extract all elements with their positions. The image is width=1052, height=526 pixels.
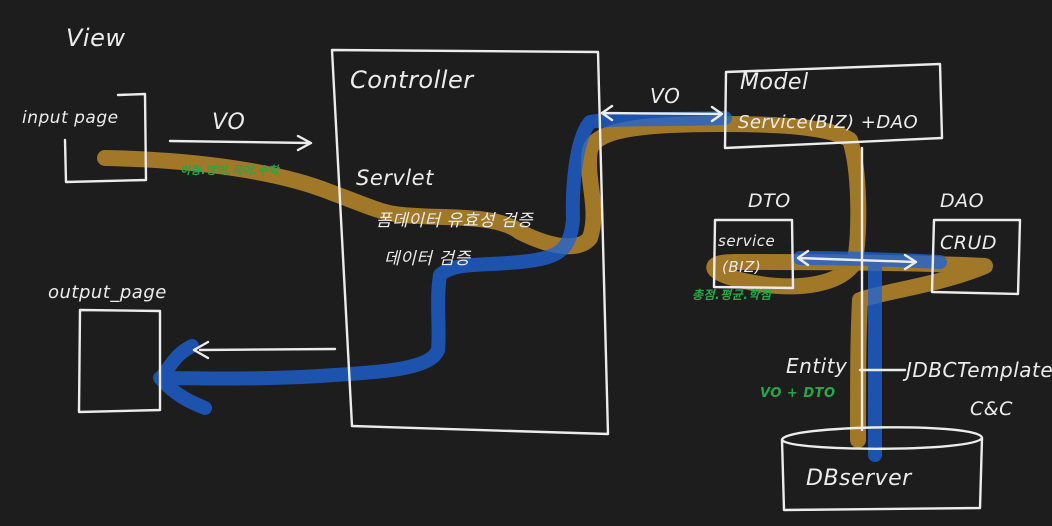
vo-arrow — [168, 134, 313, 152]
dto-box — [712, 218, 795, 290]
db-server-label: DBserver — [806, 466, 912, 491]
dao-title: DAO — [940, 190, 985, 212]
input-page-box — [63, 92, 148, 184]
entity-label: Entity — [786, 354, 848, 378]
entity-note: VO + DTO — [760, 386, 836, 401]
output-page-label: output_page — [48, 282, 167, 303]
dao-box — [930, 218, 1022, 296]
vo-label-right: VO — [650, 84, 681, 108]
dto-note: 총점.평균.학점 — [692, 288, 772, 302]
output-page-box — [77, 308, 162, 414]
jdbc-template-label: JDBCTemplate — [906, 358, 1052, 382]
dto-title: DTO — [748, 190, 791, 212]
dto-dao-arrow — [796, 249, 918, 271]
cc-label: C&C — [970, 398, 1013, 420]
controller-box — [330, 48, 610, 436]
model-service-label: Service(BIZ) +DAO — [738, 112, 919, 133]
dto-service-label: service — [718, 232, 776, 250]
vo-two-way-arrow — [600, 104, 724, 123]
dao-crud-label: CRUD — [940, 232, 998, 254]
model-title: Model — [740, 70, 809, 95]
orange-flow-path — [97, 116, 993, 448]
view-label: View — [66, 24, 126, 52]
servlet-line-2: 데이터 검증 — [384, 249, 471, 269]
output-arrow — [192, 340, 337, 360]
dto-biz-label: (BIZ) — [722, 258, 762, 276]
servlet-label: Servlet — [356, 166, 434, 190]
controller-title: Controller — [350, 66, 474, 94]
input-page-label: input page — [22, 108, 119, 128]
db-cylinder — [780, 426, 984, 512]
vo-label-left: VO — [212, 110, 246, 135]
servlet-line-1: 폼데이터 유효성 검증 — [376, 211, 534, 231]
blue-flow-path — [153, 111, 947, 462]
model-box — [723, 62, 944, 150]
vo-left-note: 이동.영어.국어.수학 — [180, 164, 279, 177]
